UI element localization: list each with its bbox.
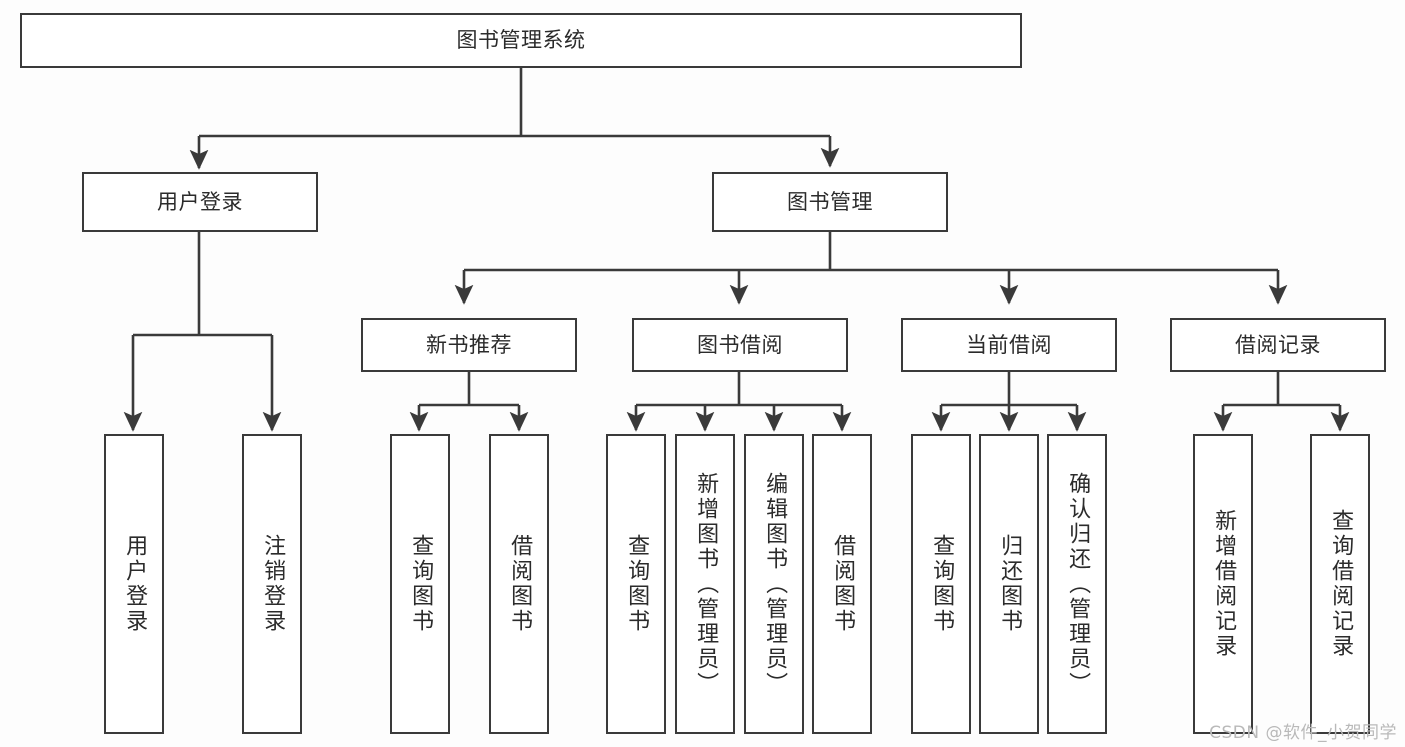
leaf-record-add-record[interactable]: 新增借阅记录 xyxy=(1193,434,1253,734)
node-label: 借阅图书 xyxy=(830,534,856,634)
leaf-recommend-search-book[interactable]: 查询图书 xyxy=(390,434,450,734)
node-user-login[interactable]: 用户登录 xyxy=(82,172,318,232)
leaf-recommend-borrow-book[interactable]: 借阅图书 xyxy=(489,434,549,734)
leaf-borrow-borrow-book[interactable]: 借阅图书 xyxy=(812,434,872,734)
node-label: 图书管理 xyxy=(787,189,873,214)
leaf-current-confirm-return-admin[interactable]: 确认归还（管理员） xyxy=(1047,434,1107,734)
node-label: 用户登录 xyxy=(157,189,243,214)
node-label: 查询图书 xyxy=(624,534,650,634)
node-label: 图书借阅 xyxy=(697,332,783,357)
node-label: 借阅记录 xyxy=(1235,332,1321,357)
leaf-record-search-record[interactable]: 查询借阅记录 xyxy=(1310,434,1370,734)
node-borrow-record[interactable]: 借阅记录 xyxy=(1170,318,1386,372)
node-label: 新增图书（管理员） xyxy=(693,471,719,697)
leaf-user-login-login[interactable]: 用户登录 xyxy=(104,434,164,734)
leaf-current-search-book[interactable]: 查询图书 xyxy=(911,434,971,734)
node-label: 查询图书 xyxy=(408,534,434,634)
node-label: 查询图书 xyxy=(929,534,955,634)
leaf-borrow-add-book-admin[interactable]: 新增图书（管理员） xyxy=(675,434,735,734)
node-label: 用户登录 xyxy=(122,534,148,634)
node-label: 图书管理系统 xyxy=(456,28,586,53)
leaf-current-return-book[interactable]: 归还图书 xyxy=(979,434,1039,734)
leaf-borrow-search-book[interactable]: 查询图书 xyxy=(606,434,666,734)
node-label: 借阅图书 xyxy=(507,534,533,634)
node-new-book-recommend[interactable]: 新书推荐 xyxy=(361,318,577,372)
leaf-user-login-logout[interactable]: 注销登录 xyxy=(242,434,302,734)
node-root-system[interactable]: 图书管理系统 xyxy=(20,13,1022,68)
node-label: 确认归还（管理员） xyxy=(1065,471,1091,697)
node-current-borrow[interactable]: 当前借阅 xyxy=(901,318,1117,372)
node-book-borrow[interactable]: 图书借阅 xyxy=(632,318,848,372)
leaf-borrow-edit-book-admin[interactable]: 编辑图书（管理员） xyxy=(744,434,804,734)
node-label: 归还图书 xyxy=(997,534,1023,634)
node-label: 当前借阅 xyxy=(966,332,1052,357)
node-label: 编辑图书（管理员） xyxy=(762,471,788,697)
watermark-text: CSDN @软件_小贺同学 xyxy=(1209,723,1397,743)
node-label: 查询借阅记录 xyxy=(1328,509,1354,659)
node-label: 新增借阅记录 xyxy=(1211,509,1237,659)
node-book-management[interactable]: 图书管理 xyxy=(712,172,948,232)
node-label: 新书推荐 xyxy=(426,332,512,357)
node-label: 注销登录 xyxy=(260,534,286,634)
